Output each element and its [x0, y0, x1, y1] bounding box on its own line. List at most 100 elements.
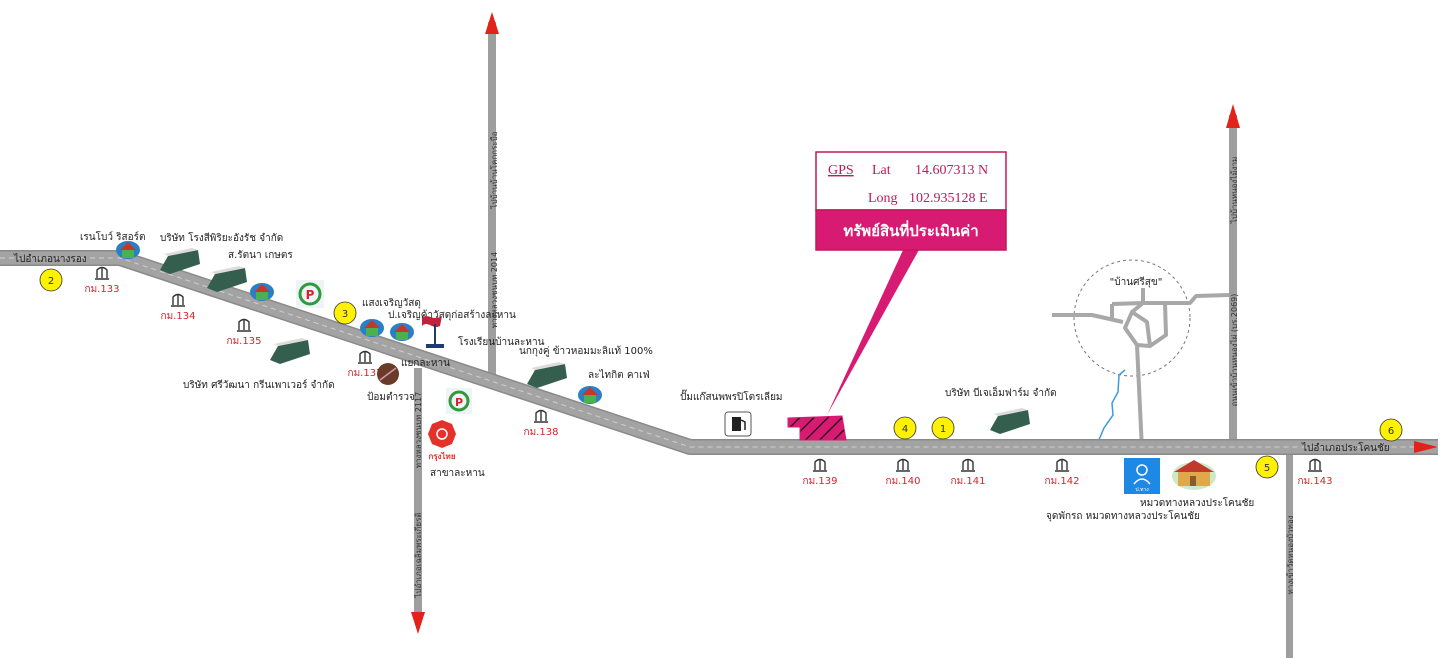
numbered-marker[interactable]: 2	[39, 268, 63, 292]
svg-text:3: 3	[342, 309, 348, 320]
house-icon	[390, 323, 414, 341]
police-box-icon	[377, 363, 399, 385]
numbered-marker[interactable]: 5	[1255, 455, 1279, 479]
km-post-label: กม.134	[161, 311, 196, 322]
school-flag-icon	[422, 316, 444, 348]
village-area: "บ้านศรีสุข"	[1052, 259, 1230, 451]
road-south-east: ทางเข้าวัดหนองบัวทอง	[1286, 452, 1295, 658]
km-post: กม.139	[803, 458, 837, 487]
road-label: ไปอำเภอเฉลิมพระเกียรติ	[414, 512, 423, 598]
numbered-marker[interactable]: 3	[333, 301, 357, 325]
lat-label: Lat	[872, 163, 891, 178]
warehouse-icon	[990, 408, 1030, 434]
rest-house-icon	[1172, 460, 1216, 490]
pt-gas-station-logo[interactable]: P	[296, 280, 324, 308]
arrow-east-icon	[1414, 441, 1438, 453]
lat-value: 14.607313 N	[915, 163, 988, 178]
km-post-icon	[171, 293, 185, 307]
svg-text:2: 2	[48, 276, 54, 287]
road-label: ไปบ้านบ้านโคกกระบือ	[489, 131, 499, 209]
long-label: Long	[868, 191, 898, 206]
landmark-label: ละไทกิต คาเฟ่	[588, 369, 650, 381]
km-post: กม.142	[1045, 458, 1080, 487]
landmark-label: จุดพักรถ หมวดทางหลวงประโคนชัย	[1046, 509, 1200, 522]
landmark-label: ป.เจริญค้าวัสดุก่อสร้างละหาน	[388, 309, 516, 321]
highway-police-icon[interactable]: ป.ทาง	[1124, 458, 1160, 494]
landmark-label: นกกุงคู่ ข้าวหอมมะลิแท้ 100%	[519, 345, 653, 357]
road-north-mid: ไปบ้านบ้านโคกกระบือ ทางหลวงชนบท 2014	[485, 12, 499, 378]
km-post: กม.141	[951, 458, 986, 487]
landmark-label: เรนโบว์ ริสอร์ต	[80, 230, 145, 243]
fuel-pump-icon[interactable]	[724, 411, 752, 437]
numbered-marker[interactable]: 4	[893, 416, 917, 440]
pt-gas-station-logo[interactable]: P	[446, 388, 472, 414]
road-north-east: ไปบ้านหนองไม้งาม ถนนเข้าบ้านหนองไผ่ (บร.…	[1226, 104, 1240, 445]
km-post-icon	[1308, 458, 1322, 472]
km-post: กม.135	[227, 318, 262, 347]
warehouse-icon	[160, 248, 200, 274]
warehouse-icon	[527, 362, 567, 388]
warehouse-icon	[207, 266, 247, 292]
krungthai-bank-logo[interactable]: กรุงไทย	[428, 420, 456, 462]
km-post: กม.138	[524, 409, 559, 438]
warehouse-icon	[270, 338, 310, 364]
svg-text:4: 4	[902, 424, 908, 435]
km-post-label: กม.138	[524, 427, 559, 438]
km-post-label: กม.133	[85, 284, 120, 295]
km-post-icon	[534, 409, 548, 423]
svg-text:5: 5	[1264, 463, 1270, 474]
svg-text:P: P	[306, 288, 315, 302]
km-post: กม.134	[161, 293, 196, 322]
road-code: ทางหลวงชนบท 2117	[414, 392, 423, 468]
landmark-label: โรงเรียนบ้านละหาน	[458, 335, 545, 348]
km-post-icon	[237, 318, 251, 332]
landmark-label: ส.รัตนา เกษตร	[228, 250, 293, 261]
main-highway: ไปอำเภอนางรอง ไปอำเภอประโคนชัย	[0, 250, 1438, 455]
km-post-label: กม.137	[348, 368, 383, 379]
landmark-label: สาขาละหาน	[430, 468, 485, 479]
km-post-icon	[813, 458, 827, 472]
arrow-south-icon	[411, 612, 425, 634]
km-post-label: กม.142	[1045, 476, 1080, 487]
house-icon	[250, 283, 274, 301]
km-post-icon	[358, 350, 372, 364]
junction-label: แยกละหาน	[401, 358, 450, 369]
road-code: ทางหลวงชนบท 2014	[490, 252, 499, 328]
landmark-label: ปั๊มแก๊สนพพรปิโตรเลียม	[680, 389, 783, 403]
landmark-label: แสงเจริญวัสดุ	[362, 298, 421, 309]
road-label: ไปบ้านหนองไม้งาม	[1230, 157, 1239, 225]
subject-property[interactable]	[787, 248, 920, 441]
gps-callout: GPS Lat 14.607313 N Long 102.935128 E ทร…	[815, 151, 1007, 251]
landmark-label: บริษัท ศรีวัฒนา กรีนเพาเวอร์ จำกัด	[183, 379, 335, 391]
road-code: ถนนเข้าบ้านหนองไผ่ (บร.2069)	[1230, 294, 1239, 407]
svg-text:ป.ทาง: ป.ทาง	[1135, 487, 1149, 493]
road-label: ทางเข้าวัดหนองบัวทอง	[1286, 515, 1295, 594]
km-post-label: กม.141	[951, 476, 986, 487]
km-post-label: กม.143	[1298, 476, 1333, 487]
km-post-label: กม.140	[886, 476, 921, 487]
long-value: 102.935128 E	[909, 191, 988, 206]
landmark-label: หมวดทางหลวงประโคนชัย	[1140, 496, 1254, 509]
km-post-label: กม.135	[227, 336, 262, 347]
road-south-mid: ทางหลวงชนบท 2117 ไปอำเภอเฉลิมพระเกียรติ	[411, 368, 425, 634]
property-title: ทรัพย์สินที่ประเมินค่า	[843, 220, 978, 240]
landmark-label: ป้อมตำรวจ	[367, 391, 415, 403]
svg-text:P: P	[455, 396, 463, 409]
arrow-north-icon	[1226, 104, 1240, 128]
village-label: "บ้านศรีสุข"	[1110, 276, 1163, 288]
landmark-label: บริษัท โรงสีพิริยะอังรัช จำกัด	[160, 231, 283, 244]
km-post-icon	[1055, 458, 1069, 472]
west-direction-label: ไปอำเภอนางรอง	[13, 253, 87, 265]
km-post: กม.133	[85, 266, 120, 295]
callout-pointer	[827, 248, 920, 415]
numbered-marker[interactable]: 1	[931, 416, 955, 440]
km-post-icon	[961, 458, 975, 472]
km-post-icon	[896, 458, 910, 472]
km-post-icon	[95, 266, 109, 280]
numbered-marker[interactable]: 6	[1379, 418, 1403, 442]
east-direction-label: ไปอำเภอประโคนชัย	[1301, 441, 1390, 454]
river	[1097, 369, 1126, 443]
svg-text:กรุงไทย: กรุงไทย	[428, 451, 455, 462]
house-icon	[360, 319, 384, 337]
